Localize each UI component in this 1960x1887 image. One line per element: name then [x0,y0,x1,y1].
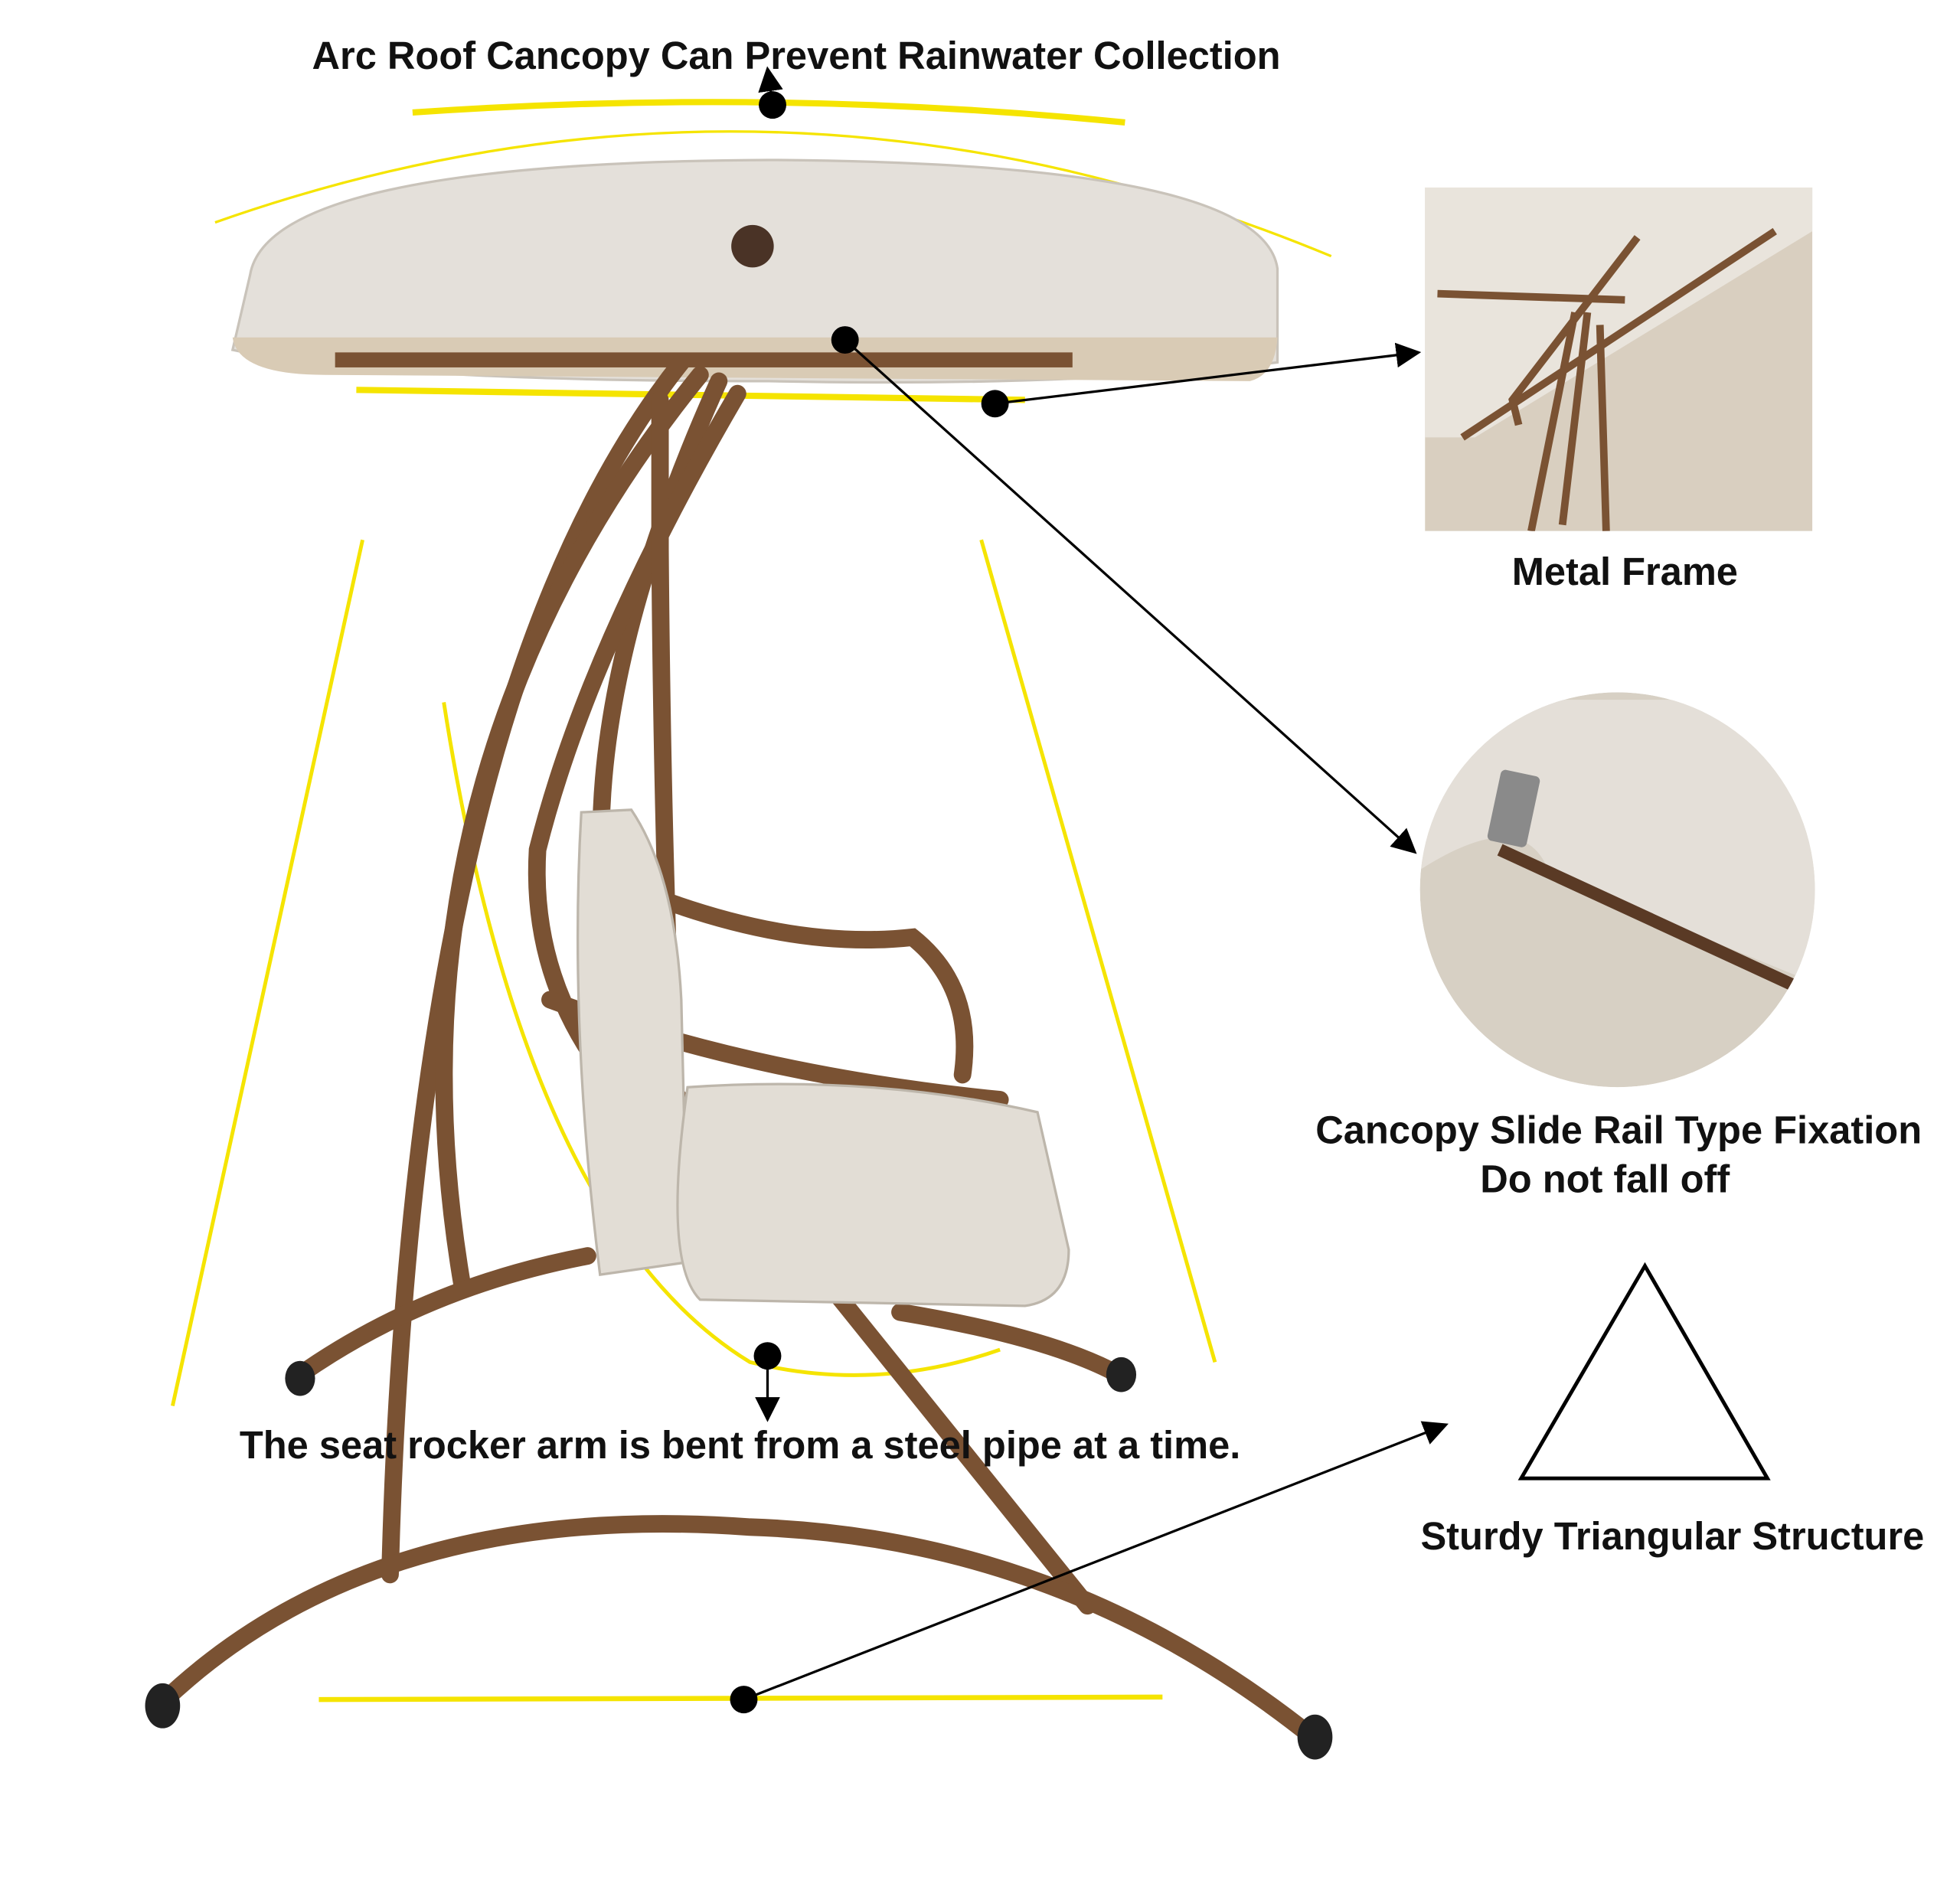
slide-rail-inset [1419,692,1815,1088]
metal-frame-label: Metal Frame [1512,550,1738,593]
seat-cushion [576,808,1070,1308]
canopy [230,158,1279,384]
pointer-arrows [743,66,1449,1701]
triangle-icon [1517,1262,1771,1481]
slide-rail-label: Cancopy Slide Rail Type Fixation [1315,1108,1922,1152]
triangle-label: Sturdy Triangular Structure [1420,1514,1924,1558]
rocker-arm-label: The seat rocker arm is bent from a steel… [240,1423,1240,1467]
marker-dots [730,91,1009,1714]
slide-rail-sublabel: Do not fall off [1480,1157,1730,1200]
metal-frame-inset [1425,187,1813,531]
feet [145,1356,1333,1760]
canopy-label: Arc Roof Cancopy Can Prevent Rainwater C… [312,34,1280,77]
swing-frame [153,353,1321,1746]
